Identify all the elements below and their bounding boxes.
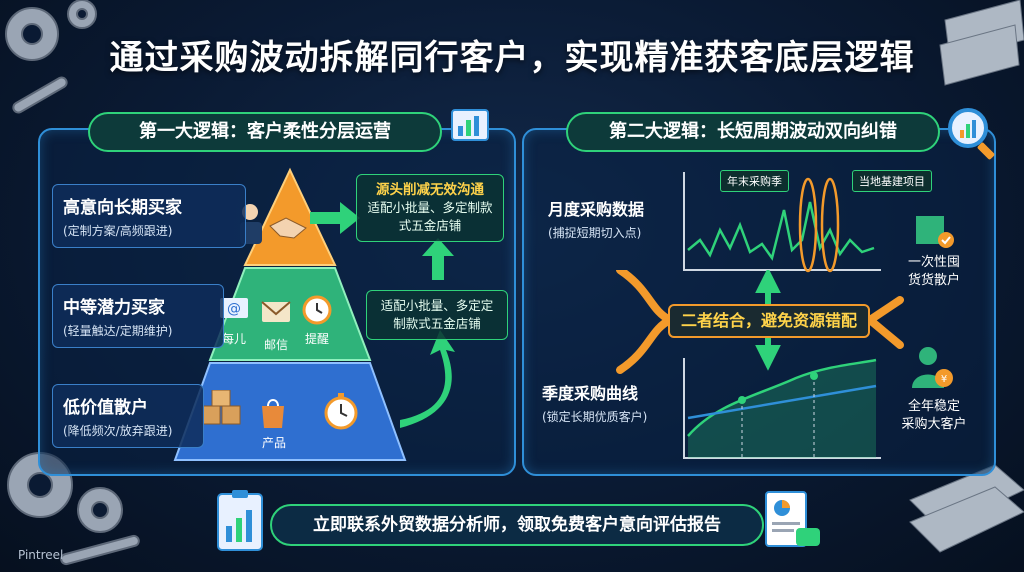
tag-year-end: 年末采购季 <box>720 170 789 192</box>
tier-low-value: 低价值散户 (降低频次/放弃跟进) <box>52 384 204 448</box>
product-icon-label: 产品 <box>261 436 286 450</box>
alarm-clock-icon <box>302 295 332 325</box>
note-highlight: 源头削减无效沟通 <box>376 182 484 198</box>
boxes-icon <box>201 390 241 425</box>
svg-text:@: @ <box>227 301 241 317</box>
mail-icon-label: 邮信 <box>263 338 288 352</box>
tier-low-title: 低价值散户 <box>63 398 148 418</box>
tier-high-sub: (定制方案/高频跟进) <box>63 224 173 238</box>
metal-plates-bottom-right <box>909 464 1024 553</box>
merge-arrows <box>616 270 904 374</box>
note-mid-text: 适配小批量、多定定制款式五金店铺 <box>380 298 494 331</box>
chart-board-icon <box>451 109 489 141</box>
cust-top-line1: 一次性囤 <box>907 255 960 270</box>
cust-bottom-line1: 全年稳定 <box>907 399 960 414</box>
reminder-icon-label: 提醒 <box>304 332 329 346</box>
quarterly-sub: (锁定长期优质客户) <box>542 410 648 424</box>
tier-mid-title: 中等潜力买家 <box>63 298 165 318</box>
quarterly-label: 季度采购曲线 (锁定长期优质客户) <box>542 380 647 425</box>
merge-box: 二者结合，避免资源错配 <box>668 304 870 338</box>
cta-button[interactable]: 立即联系外贸数据分析师，领取免费客户意向评估报告 <box>270 504 764 546</box>
monthly-label: 月度采购数据 (捕捉短期切入点) <box>548 196 644 241</box>
note-mid: 适配小批量、多定定制款式五金店铺 <box>366 290 508 340</box>
svg-text:¥: ¥ <box>941 374 947 385</box>
monthly-title: 月度采购数据 <box>548 200 645 219</box>
monthly-line-chart <box>683 172 881 273</box>
right-panel-header: 第二大逻辑：长短周期波动双向纠错 <box>566 112 940 152</box>
stopwatch-icon <box>324 393 358 430</box>
box-check-icon <box>916 216 954 248</box>
tag-local-infra: 当地基建项目 <box>852 170 932 192</box>
mail-icon <box>261 301 291 322</box>
page-title: 通过采购波动拆解同行客户，实现精准获客底层逻辑 <box>109 38 915 78</box>
cust-bottom: 全年稳定 采购大客户 <box>888 398 980 434</box>
product-bag-icon <box>262 399 284 428</box>
note-reduce-comms: 源头削减无效沟通 适配小批量、多定制款式五金店铺 <box>356 174 504 242</box>
quarterly-title: 季度采购曲线 <box>542 384 639 403</box>
email-icon: @ <box>220 298 248 318</box>
arrows-left-panel <box>310 202 455 428</box>
tier-high-intent: 高意向长期买家 (定制方案/高频跟进) <box>52 184 246 248</box>
monthly-sub: (捕捉短期切入点) <box>548 226 642 240</box>
gear-cluster-top-left <box>5 0 97 114</box>
quarterly-line-chart <box>683 358 881 459</box>
tier-mid-potential: 中等潜力买家 (轻量触达/定期维护) <box>52 284 224 348</box>
watermark: Pintreel <box>18 548 64 562</box>
metal-plates-top-right <box>939 0 1024 86</box>
document-chat-icon <box>765 491 820 547</box>
cust-top: 一次性囤 货货散户 <box>896 254 972 290</box>
cust-top-line2: 货货散户 <box>907 273 960 288</box>
client-avatar-icon: ¥ <box>912 347 953 388</box>
clipboard-report-icon <box>217 490 263 551</box>
magnifier-chart-icon <box>948 108 995 160</box>
note-top-text: 适配小批量、多定制款式五金店铺 <box>367 200 493 233</box>
cust-bottom-line2: 采购大客户 <box>901 417 967 432</box>
tier-low-sub: (降低频次/放弃跟进) <box>63 424 173 438</box>
email-icon-label: 每儿 <box>221 332 246 346</box>
left-panel-header: 第一大逻辑：客户柔性分层运营 <box>88 112 442 152</box>
tier-mid-sub: (轻量触达/定期维护) <box>63 324 173 338</box>
tier-high-title: 高意向长期买家 <box>63 198 182 218</box>
